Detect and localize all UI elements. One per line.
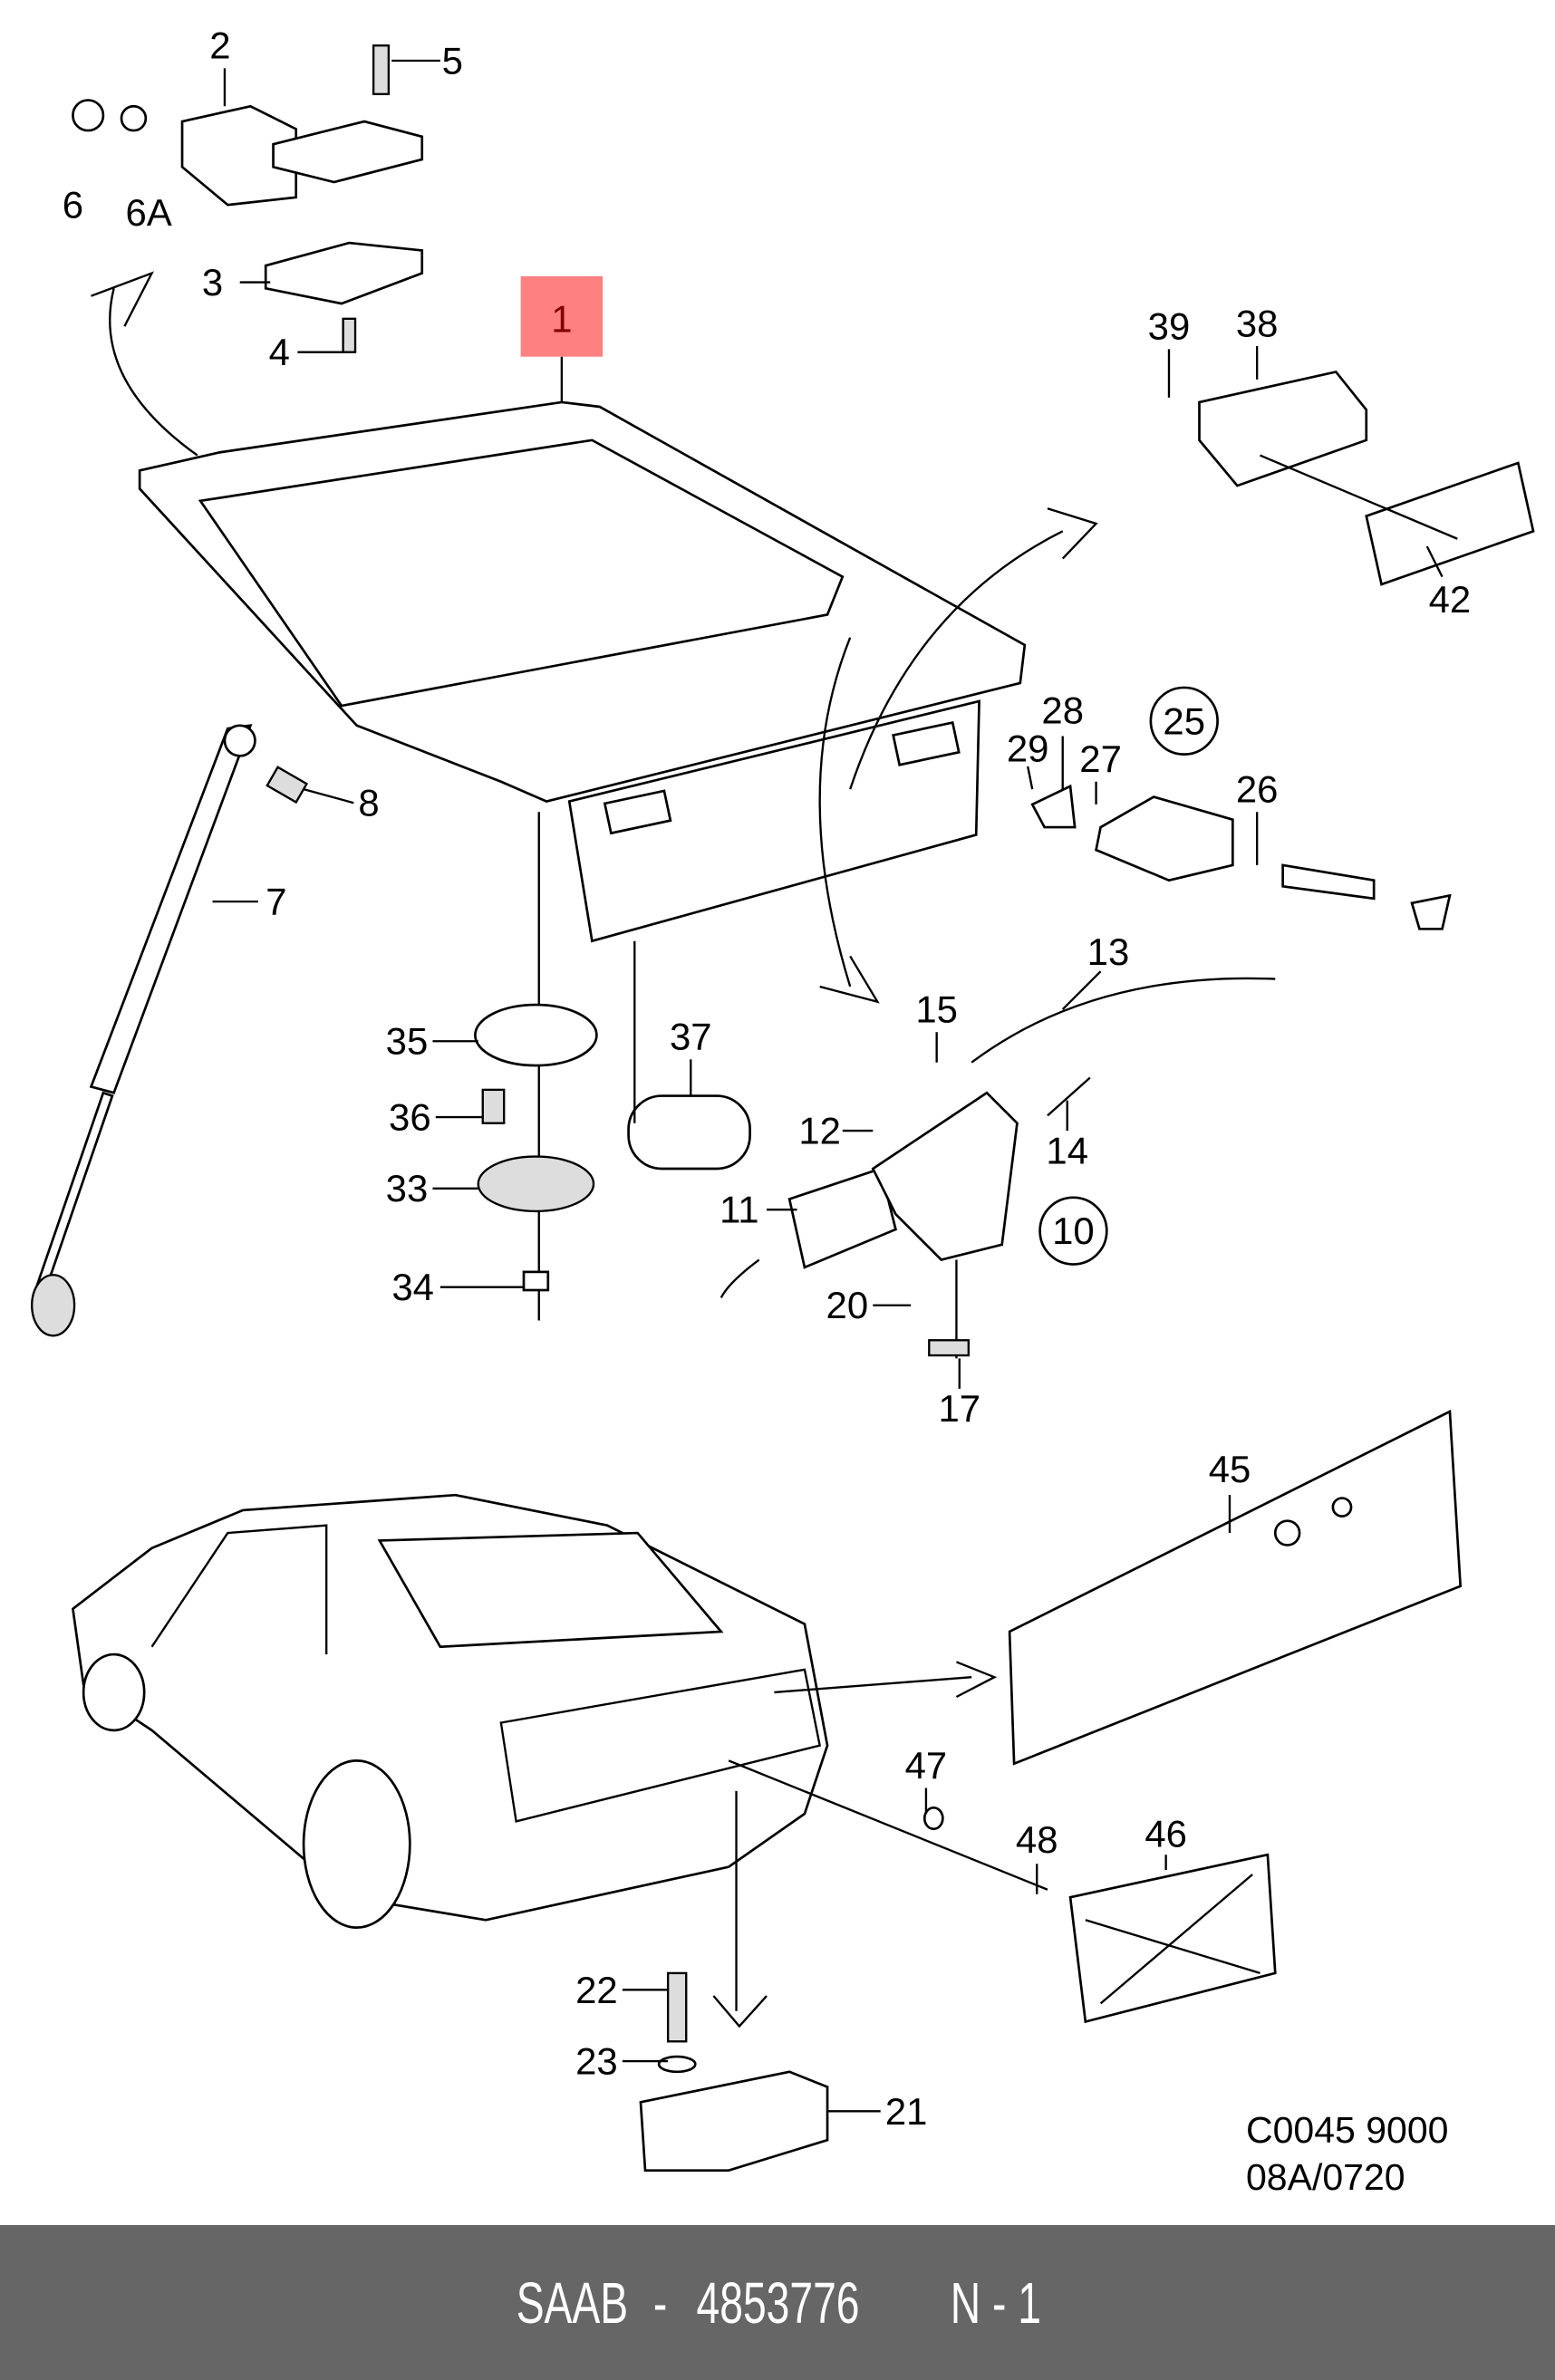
callout-34[interactable]: 34: [391, 1266, 434, 1308]
footer-position: N - 1: [950, 2269, 1041, 2336]
callout-4[interactable]: 4: [269, 331, 290, 373]
footer-text: SAAB - 4853776 N - 1: [507, 2269, 1049, 2337]
footer-separator: -: [652, 2269, 667, 2336]
callout-42[interactable]: 42: [1429, 578, 1472, 621]
callout-1-highlighted[interactable]: 1: [520, 275, 604, 357]
lock-mechanism-drawing: [720, 977, 1276, 1359]
buffer-drawing: [474, 812, 751, 1321]
callout-13[interactable]: 13: [1087, 930, 1130, 973]
footer-bar: SAAB - 4853776 N - 1: [0, 2225, 1555, 2380]
callout-12[interactable]: 12: [798, 1110, 841, 1152]
callout-28[interactable]: 28: [1041, 689, 1084, 732]
callout-label: 1: [551, 297, 572, 340]
callout-47[interactable]: 47: [905, 1744, 948, 1787]
callout-35[interactable]: 35: [386, 1020, 429, 1063]
callout-23[interactable]: 23: [575, 2040, 618, 2083]
callout-3[interactable]: 3: [202, 261, 223, 304]
callout-20[interactable]: 20: [826, 1284, 869, 1326]
callout-37[interactable]: 37: [670, 1016, 712, 1058]
callout-6A[interactable]: 6A: [126, 191, 172, 234]
hinge-drawing: [72, 44, 424, 353]
callout-14[interactable]: 14: [1046, 1129, 1088, 1171]
drawing-code-line: C0045 9000: [1246, 2109, 1449, 2151]
callout-33[interactable]: 33: [386, 1167, 429, 1209]
callout-22[interactable]: 22: [575, 1969, 618, 2011]
plate-drawing: [639, 1806, 1277, 2173]
callout-27[interactable]: 27: [1079, 737, 1122, 780]
callout-38[interactable]: 38: [1236, 302, 1279, 344]
callout-46[interactable]: 46: [1145, 1812, 1187, 1855]
callout-circle: [1149, 686, 1219, 756]
callout-25[interactable]: 25: [1163, 699, 1205, 742]
callout-6[interactable]: 6: [63, 184, 83, 226]
gas-strut-drawing: [31, 724, 309, 1337]
lock-cylinder-drawing: [1030, 784, 1452, 930]
bracket-drawing: [1198, 370, 1535, 586]
callout-29[interactable]: 29: [1007, 727, 1049, 769]
callout-leaders: [212, 59, 1444, 2113]
car-drawing: [71, 1493, 1048, 2028]
callout-7[interactable]: 7: [266, 881, 286, 923]
callout-36[interactable]: 36: [389, 1096, 431, 1139]
callout-39[interactable]: 39: [1148, 305, 1191, 348]
callout-10[interactable]: 10: [1052, 1209, 1095, 1252]
callout-21[interactable]: 21: [885, 2090, 928, 2133]
callout-8[interactable]: 8: [358, 782, 379, 824]
callout-48[interactable]: 48: [1016, 1818, 1058, 1861]
callout-15[interactable]: 15: [915, 988, 958, 1031]
drawing-code-line: 08A/0720: [1246, 2156, 1405, 2198]
panel-drawing: [1008, 1409, 1463, 1766]
callout-circle: [1038, 1196, 1108, 1266]
highlight-box: [520, 275, 604, 357]
callout-17[interactable]: 17: [939, 1387, 981, 1430]
footer-part-number: 4853776: [696, 2269, 860, 2336]
callout-26[interactable]: 26: [1236, 768, 1279, 811]
callout-11[interactable]: 11: [720, 1189, 758, 1231]
callout-5[interactable]: 5: [442, 40, 463, 82]
callout-2[interactable]: 2: [209, 24, 230, 67]
tailgate-drawing: [91, 271, 1098, 1004]
footer-brand: SAAB: [516, 2269, 628, 2336]
callout-45[interactable]: 45: [1209, 1448, 1251, 1490]
drawing-code: C0045 9000 08A/0720: [1246, 2106, 1448, 2201]
